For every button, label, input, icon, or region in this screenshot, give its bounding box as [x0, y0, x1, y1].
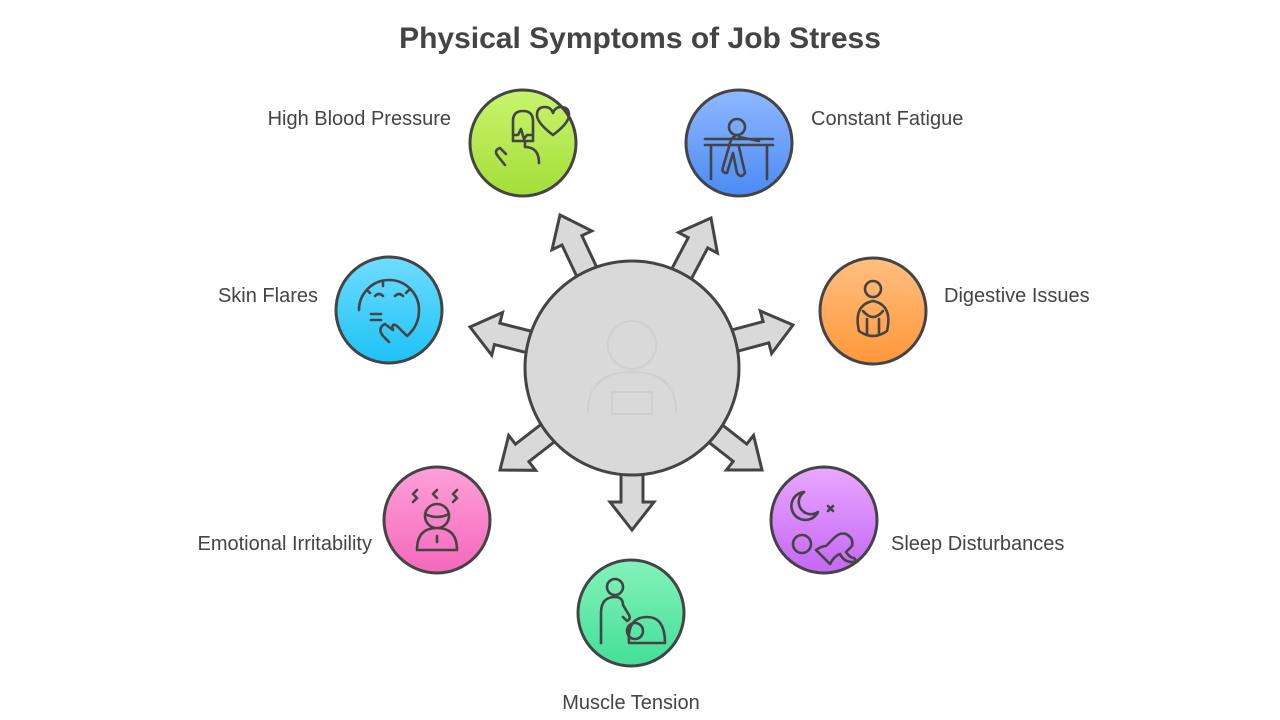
- symptom-node: [382, 465, 492, 575]
- symptom-node: [684, 88, 794, 198]
- symptom-node: [468, 88, 578, 198]
- angry-person-icon: [411, 488, 459, 552]
- irritated-face-icon: [357, 278, 421, 344]
- stressed-worker-icon: [587, 320, 677, 415]
- arrows-group: [467, 212, 796, 533]
- tired-person-at-desk-icon: [703, 117, 775, 181]
- label-constant-fatigue: Constant Fatigue: [811, 108, 964, 130]
- stomach-ache-person-icon: [856, 279, 890, 338]
- symptom-circle: [468, 88, 578, 198]
- label-digestive-issues: Digestive Issues: [944, 285, 1090, 307]
- symptom-node: [334, 255, 444, 365]
- label-muscle-tension: Muscle Tension: [562, 692, 700, 714]
- symptom-node: [818, 256, 928, 366]
- diagram-title: Physical Symptoms of Job Stress: [399, 22, 881, 55]
- blood-pressure-monitor-icon: [494, 105, 571, 167]
- insomnia-moon-icon: [790, 490, 857, 566]
- massage-icon: [599, 577, 667, 645]
- symptom-circle: [576, 558, 686, 668]
- label-high-blood-pressure: High Blood Pressure: [267, 108, 451, 130]
- symptom-circle: [818, 256, 928, 366]
- symptom-node: [769, 465, 879, 575]
- symptom-circle: [684, 88, 794, 198]
- label-emotional-irritability: Emotional Irritability: [197, 533, 372, 555]
- symptom-circle: [382, 465, 492, 575]
- label-skin-flares: Skin Flares: [217, 285, 318, 307]
- symptom-circle: [334, 255, 444, 365]
- symptom-node: [576, 558, 686, 668]
- label-sleep-disturbances: Sleep Disturbances: [891, 533, 1065, 555]
